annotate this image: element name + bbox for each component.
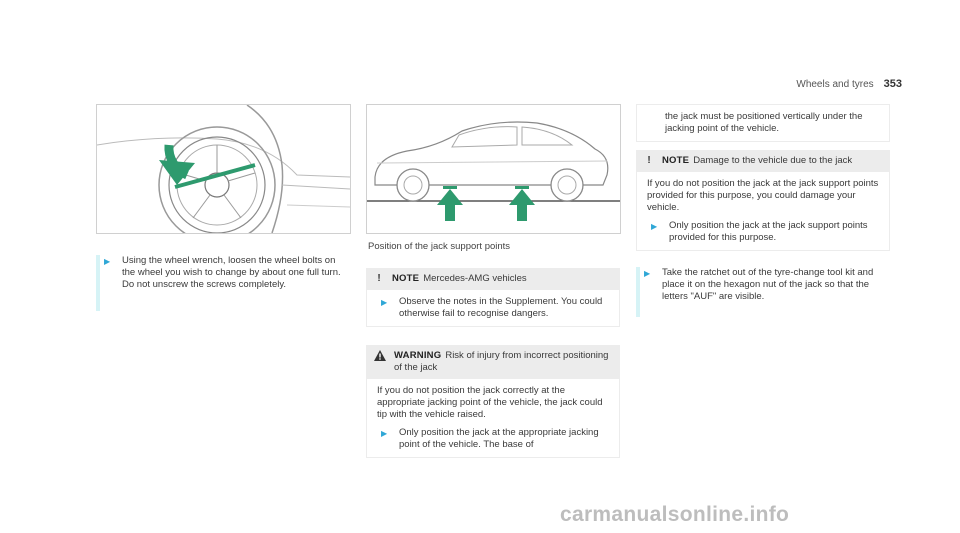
warning-title: Risk of injury from incorrect positionin… (394, 350, 609, 373)
step-arrow-icon: ▶ (381, 429, 388, 438)
warning-action-text: Only position the jack at the appropriat… (399, 427, 599, 450)
warning-action: ▶ Only position the jack at the appropri… (377, 427, 609, 451)
step-text: Take the ratchet out of the tyre-change … (662, 267, 874, 302)
warning-triangle-icon (374, 350, 386, 361)
note-action: ▶ Observe the notes in the Supplement. Y… (377, 296, 609, 320)
step-place-ratchet: ▶ Take the ratchet out of the tyre-chang… (636, 267, 892, 317)
note-body: If you do not position the jack at the j… (636, 172, 890, 251)
warning-continued: the jack must be positioned vertically u… (636, 104, 890, 142)
watermark: carmanualsonline.info (560, 503, 790, 526)
note-title: Damage to the vehicle due to the jack (693, 155, 853, 166)
note-action-text: Only position the jack at the jack suppo… (669, 220, 868, 243)
step-text: Using the wheel wrench, loosen the wheel… (122, 255, 341, 290)
exclamation-icon: ! (377, 273, 381, 284)
step-arrow-icon: ▶ (651, 222, 658, 231)
note-keyword: NOTE (662, 155, 690, 166)
note-action: ▶ Only position the jack at the jack sup… (647, 220, 879, 244)
exclamation-icon: ! (647, 155, 651, 166)
jack-support-points-illustration (366, 104, 621, 234)
step-marker-bar (636, 267, 640, 317)
note-text: If you do not position the jack at the j… (647, 178, 879, 213)
warning-continued-text: the jack must be positioned vertically u… (636, 104, 890, 142)
warning-body: If you do not position the jack correctl… (366, 379, 620, 458)
warning-keyword: WARNING (394, 350, 442, 361)
step-loosen-wheel-bolts: ▶ Using the wheel wrench, loosen the whe… (96, 255, 351, 311)
jack-figure-caption: Position of the jack support points (368, 241, 511, 252)
step-arrow-icon: ▶ (104, 257, 111, 266)
note-body: ▶ Observe the notes in the Supplement. Y… (366, 290, 620, 327)
step-marker-bar (96, 255, 100, 311)
note-keyword: NOTE (392, 273, 420, 284)
note-action-text: Observe the notes in the Supplement. You… (399, 296, 603, 319)
page-number: 353 (883, 78, 902, 90)
page-header: Wheels and tyres 353 (796, 78, 902, 90)
section-title: Wheels and tyres (796, 79, 874, 90)
wheel-wrench-illustration (96, 104, 351, 244)
step-arrow-icon: ▶ (381, 298, 388, 307)
wheel-wrench-drawing (96, 104, 351, 244)
step-arrow-icon: ▶ (644, 269, 651, 278)
warning-text: If you do not position the jack correctl… (377, 385, 603, 420)
note-title: Mercedes-AMG vehicles (423, 273, 527, 284)
car-side-drawing (367, 121, 620, 221)
